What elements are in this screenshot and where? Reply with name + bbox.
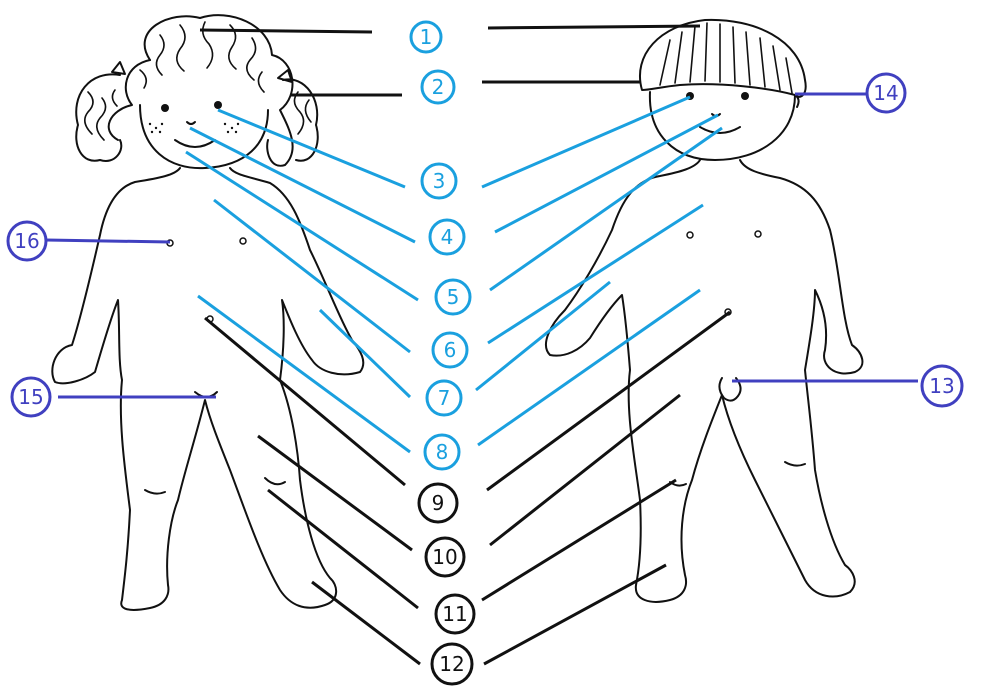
badge-16: 16	[6, 220, 48, 262]
badge-1-number: 1	[420, 25, 433, 49]
badge-7: 7	[425, 379, 463, 417]
boy-hair-strands	[659, 22, 793, 94]
badge-16-number: 16	[14, 229, 39, 253]
leader-line-12-left	[311, 580, 421, 666]
badge-11: 11	[434, 593, 476, 635]
badge-9-number: 9	[432, 491, 445, 515]
badge-14: 14	[865, 72, 907, 114]
badge-10: 10	[424, 536, 466, 578]
leader-line-6-left	[213, 198, 411, 354]
badge-14-number: 14	[873, 81, 898, 105]
boy-nipple-left	[686, 231, 694, 239]
leader-line-10-right	[489, 393, 681, 547]
girl-right-eye	[214, 101, 222, 109]
leader-line-11-right	[481, 478, 677, 602]
girl-mouth	[174, 139, 216, 148]
leader-line-1-left	[199, 28, 373, 34]
boy-figure	[545, 18, 864, 603]
badge-15: 15	[10, 376, 52, 418]
girl-left-eye	[161, 104, 169, 112]
leader-line-6-right	[487, 203, 704, 345]
girl-knee-crease	[264, 477, 286, 486]
boy-nipple-right	[754, 230, 762, 238]
boy-mouth	[699, 126, 741, 134]
badge-12: 12	[430, 642, 474, 686]
girl-curly-hair	[75, 14, 319, 167]
leader-line-7-left-arm	[318, 308, 412, 399]
girl-figure	[51, 14, 365, 611]
leader-line-5-left	[185, 150, 419, 302]
girl-body-outline	[51, 167, 365, 611]
leader-line-9-left	[204, 316, 406, 487]
leader-line-4-right	[494, 113, 719, 234]
badge-4: 4	[428, 218, 466, 256]
badge-3-number: 3	[433, 169, 446, 193]
boy-bowl-hair	[639, 18, 807, 98]
badge-2-number: 2	[432, 75, 445, 99]
boy-right-eye	[741, 92, 749, 100]
girl-freckles	[148, 122, 240, 134]
leader-lines	[45, 24, 918, 666]
leader-line-4-left	[189, 126, 416, 244]
badge-13-number: 13	[929, 374, 954, 398]
leader-line-9-right	[486, 310, 731, 492]
badge-5: 5	[434, 278, 472, 316]
badge-5-number: 5	[447, 285, 460, 309]
leader-line-3-left	[217, 108, 406, 189]
badge-11-number: 11	[442, 602, 467, 626]
girl-nipple-right	[239, 237, 247, 245]
badge-12-number: 12	[439, 652, 464, 676]
badge-10-number: 10	[432, 545, 457, 569]
boy-ear	[794, 94, 800, 108]
badge-6-number: 6	[444, 338, 457, 362]
leader-line-8-right	[477, 288, 701, 447]
badge-8-number: 8	[436, 440, 449, 464]
boy-face-outline	[648, 91, 796, 161]
badge-6: 6	[431, 331, 469, 369]
girl-knee-crease-left	[144, 489, 166, 495]
leader-line-1-right	[487, 24, 701, 30]
girl-nose	[186, 121, 196, 125]
number-badges: 1 2 3 4 5 6 7 8	[6, 20, 964, 686]
leader-line-3-right	[481, 95, 691, 189]
badge-13: 13	[920, 364, 964, 408]
badge-2: 2	[420, 69, 456, 105]
leader-line-12-right	[483, 563, 667, 666]
leader-line-7-right-hand	[475, 280, 611, 392]
badge-4-number: 4	[441, 225, 454, 249]
leader-line-8-left	[197, 294, 411, 454]
badge-9: 9	[417, 482, 459, 524]
leader-line-11-left	[267, 488, 419, 610]
boy-genitals	[718, 377, 742, 402]
badge-1: 1	[409, 20, 443, 54]
leader-line-10-left	[257, 434, 413, 552]
badge-15-number: 15	[18, 385, 43, 409]
badge-3: 3	[420, 162, 458, 200]
girl-face-outline	[139, 104, 269, 170]
badge-8: 8	[423, 433, 461, 471]
boy-knee-crease-right	[784, 461, 806, 467]
leader-line-5-right	[489, 126, 723, 292]
leader-line-16	[45, 238, 171, 244]
badge-7-number: 7	[438, 386, 451, 410]
